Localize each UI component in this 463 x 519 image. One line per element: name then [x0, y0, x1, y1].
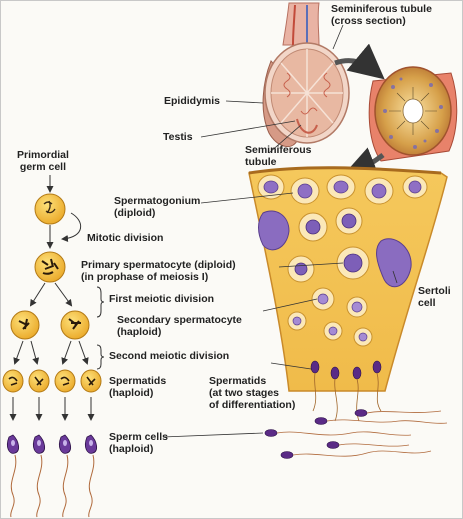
- label-seminiferous-tubule-cross-section: Seminiferous tubule (cross section): [331, 3, 432, 27]
- label-sperm-cells: Sperm cells (haploid): [109, 431, 168, 455]
- label-line: tubule: [245, 156, 277, 168]
- lineage-arrows: [9, 175, 95, 421]
- label-first-meiotic-division: First meiotic division: [109, 293, 214, 305]
- label-line: (haploid): [109, 387, 154, 399]
- label-line: Seminiferous tubule: [331, 3, 432, 15]
- leader-lines: [162, 24, 398, 438]
- label-line: (haploid): [109, 443, 154, 455]
- label-line: Secondary spermatocyte: [117, 314, 242, 326]
- label-mitotic-division: Mitotic division: [87, 232, 163, 244]
- magnify-arrow-top: [334, 43, 385, 80]
- label-second-meiotic-division: Second meiotic division: [109, 350, 229, 362]
- label-seminiferous-tubule: Seminiferous tubule: [245, 144, 312, 168]
- label-line: cell: [418, 297, 436, 309]
- mitotic-arrow: [61, 212, 81, 243]
- label-line: First meiotic division: [109, 293, 215, 305]
- label-line: (in prophase of meiosis I): [81, 271, 209, 283]
- label-sertoli-cell: Sertoli cell: [418, 285, 451, 309]
- label-line: Seminiferous: [245, 144, 312, 156]
- label-line: (cross section): [331, 15, 406, 27]
- label-line: (at two stages: [209, 387, 280, 399]
- label-line: Primary spermatocyte (diploid): [81, 259, 236, 271]
- label-line: Spermatids: [109, 375, 167, 387]
- label-line: germ cell: [19, 161, 67, 173]
- primary-spermatocyte-cell: [34, 251, 66, 283]
- label-primary-spermatocyte: Primary spermatocyte (diploid) (in proph…: [81, 259, 236, 283]
- label-line: Mitotic division: [87, 232, 164, 244]
- label-line: Primordial: [17, 149, 69, 161]
- primordial-germ-cell: [34, 193, 66, 225]
- sperm-cells: [7, 434, 97, 518]
- division-brackets: [96, 286, 105, 370]
- label-spermatids-two-stages: Spermatids (at two stages of differentia…: [209, 375, 295, 411]
- tubule-cross-section: [368, 66, 458, 162]
- label-spermatogonium: Spermatogonium (diploid): [114, 195, 200, 219]
- label-primordial-germ-cell: Primordial germ cell: [17, 149, 69, 173]
- label-line: Testis: [163, 131, 193, 143]
- label-secondary-spermatocyte: Secondary spermatocyte (haploid): [117, 314, 242, 338]
- label-line: (diploid): [114, 207, 156, 219]
- label-line: Epididymis: [164, 95, 221, 107]
- label-line: Sertoli: [418, 285, 451, 297]
- spermatid-cells: [2, 369, 102, 393]
- label-line: (haploid): [117, 326, 162, 338]
- label-line: Spermatids: [209, 375, 267, 387]
- label-line: Second meiotic division: [109, 350, 230, 362]
- label-spermatids-haploid: Spermatids (haploid): [109, 375, 166, 399]
- label-line: of differentiation): [209, 399, 296, 411]
- secondary-spermatocyte-cells: [10, 310, 90, 340]
- label-testis: Testis: [163, 131, 193, 143]
- label-line: Spermatogonium: [114, 195, 201, 207]
- label-line: Sperm cells: [109, 431, 168, 443]
- tubule-wall-detail: [248, 166, 448, 422]
- free-sperm-lumen: [264, 409, 368, 459]
- label-epididymis: Epididymis: [164, 95, 220, 107]
